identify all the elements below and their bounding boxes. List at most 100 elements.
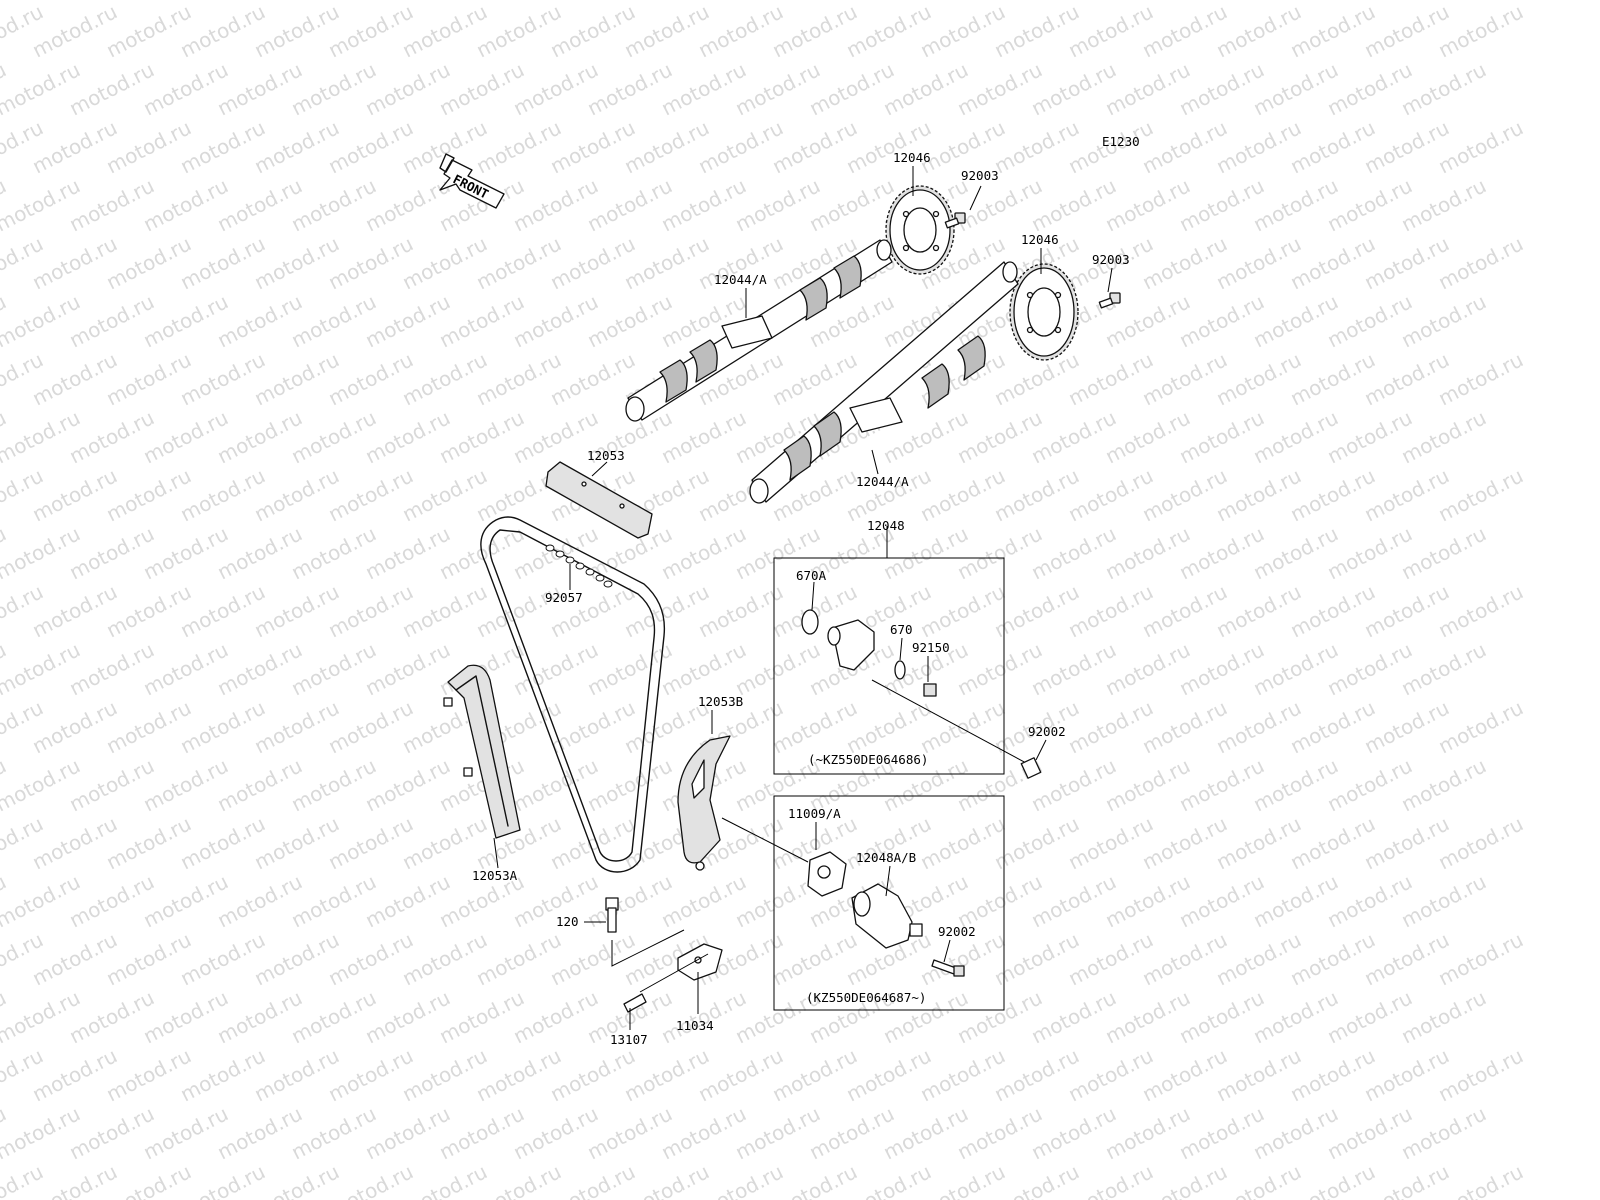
- watermark-text: motod.ru: [176, 579, 269, 642]
- watermark-text: motod.ru: [657, 57, 750, 120]
- watermark-text: motod.ru: [1249, 289, 1342, 352]
- watermark-text: motod.ru: [1101, 753, 1194, 816]
- watermark-text: motod.ru: [805, 57, 898, 120]
- watermark-text: motod.ru: [1323, 289, 1416, 352]
- watermark-text: motod.ru: [990, 1043, 1083, 1106]
- watermark-text: motod.ru: [472, 231, 565, 294]
- watermark-text: motod.ru: [1175, 405, 1268, 468]
- watermark-text: motod.ru: [1101, 173, 1194, 236]
- watermark-text: motod.ru: [1249, 985, 1342, 1048]
- watermark-text: motod.ru: [1360, 1043, 1453, 1106]
- label-bolt-upper: 92003: [961, 168, 999, 183]
- watermark-text: motod.ru: [1360, 0, 1453, 62]
- watermark-text: motod.ru: [1212, 811, 1305, 874]
- watermark-text: motod.ru: [324, 0, 417, 62]
- watermark-text: motod.ru: [435, 405, 528, 468]
- watermark-text: motod.ru: [509, 289, 602, 352]
- watermark-text: motod.ru: [102, 811, 195, 874]
- watermark-text: motod.ru: [65, 521, 158, 584]
- watermark-text: motod.ru: [139, 57, 232, 120]
- watermark-text: motod.ru: [657, 405, 750, 468]
- label-guide-upper: 12053: [587, 448, 625, 463]
- watermark-text: motod.ru: [65, 57, 158, 120]
- watermark-text: motod.ru: [65, 289, 158, 352]
- watermark-text: motod.ru: [287, 753, 380, 816]
- watermark-text: motod.ru: [250, 927, 343, 990]
- watermark-text: motod.ru: [139, 869, 232, 932]
- watermark-text: motod.ru: [1027, 57, 1120, 120]
- watermark-text: motod.ru: [65, 985, 158, 1048]
- tensioner-early: [801, 609, 1042, 779]
- watermark-text: motod.ru: [472, 115, 565, 178]
- watermark-text: motod.ru: [1175, 985, 1268, 1048]
- label-sprocket-lower: 12046: [1021, 232, 1059, 247]
- watermark-text: motod.ru: [916, 811, 1009, 874]
- watermark-text: motod.ru: [953, 521, 1046, 584]
- watermark-text: motod.ru: [1360, 463, 1453, 526]
- watermark-layer: motod.rumotod.rumotod.rumotod.rumotod.ru…: [0, 0, 1527, 1200]
- watermark-text: motod.ru: [102, 579, 195, 642]
- watermark-text: motod.ru: [1101, 405, 1194, 468]
- watermark-text: motod.ru: [28, 927, 121, 990]
- watermark-text: motod.ru: [139, 985, 232, 1048]
- watermark-text: motod.ru: [620, 115, 713, 178]
- watermark-text: motod.ru: [361, 521, 454, 584]
- watermark-text: motod.ru: [805, 173, 898, 236]
- watermark-text: motod.ru: [509, 173, 602, 236]
- watermark-text: motod.ru: [1249, 405, 1342, 468]
- watermark-text: motod.ru: [213, 521, 306, 584]
- label-tensioner-assy-top: 12048: [867, 518, 905, 533]
- watermark-text: motod.ru: [65, 753, 158, 816]
- watermark-text: motod.ru: [102, 463, 195, 526]
- part-labels: 12046 92003 12046 92003 12044/A 12044/A …: [472, 150, 1130, 1047]
- watermark-text: motod.ru: [28, 347, 121, 410]
- chain-guide-12053a: [443, 664, 521, 839]
- diagram-code: E1230: [1102, 134, 1140, 149]
- watermark-text: motod.ru: [1064, 811, 1157, 874]
- bolt-120: [605, 897, 619, 933]
- watermark-text: motod.ru: [1323, 173, 1416, 236]
- watermark-text: motod.ru: [472, 0, 565, 62]
- watermark-text: motod.ru: [731, 637, 824, 700]
- watermark-text: motod.ru: [287, 289, 380, 352]
- watermark-text: motod.ru: [1286, 811, 1379, 874]
- watermark-text: motod.ru: [1249, 57, 1342, 120]
- watermark-text: motod.ru: [1397, 869, 1490, 932]
- watermark-text: motod.ru: [546, 811, 639, 874]
- watermark-text: motod.ru: [1064, 927, 1157, 990]
- watermark-text: motod.ru: [28, 231, 121, 294]
- watermark-text: motod.ru: [1249, 521, 1342, 584]
- watermark-text: motod.ru: [953, 405, 1046, 468]
- watermark-text: motod.ru: [1434, 463, 1527, 526]
- watermark-text: motod.ru: [250, 695, 343, 758]
- watermark-text: motod.ru: [1323, 521, 1416, 584]
- watermark-text: motod.ru: [1138, 463, 1231, 526]
- watermark-text: motod.ru: [1212, 115, 1305, 178]
- watermark-text: motod.ru: [583, 289, 676, 352]
- watermark-text: motod.ru: [1249, 753, 1342, 816]
- watermark-text: motod.ru: [768, 1043, 861, 1106]
- watermark-text: motod.ru: [953, 1101, 1046, 1164]
- watermark-text: motod.ru: [1286, 115, 1379, 178]
- watermark-text: motod.ru: [28, 463, 121, 526]
- watermark-text: motod.ru: [102, 0, 195, 62]
- camshaft-upper: [625, 239, 893, 422]
- watermark-text: motod.ru: [361, 289, 454, 352]
- watermark-text: motod.ru: [1138, 811, 1231, 874]
- watermark-text: motod.ru: [1397, 637, 1490, 700]
- watermark-text: motod.ru: [176, 0, 269, 62]
- watermark-text: motod.ru: [731, 1101, 824, 1164]
- watermark-text: motod.ru: [990, 0, 1083, 62]
- label-camshaft-upper: 12044/A: [714, 272, 767, 287]
- watermark-text: motod.ru: [324, 115, 417, 178]
- watermark-text: motod.ru: [176, 347, 269, 410]
- watermark-text: motod.ru: [1323, 57, 1416, 120]
- watermark-text: motod.ru: [176, 811, 269, 874]
- watermark-text: motod.ru: [1212, 695, 1305, 758]
- watermark-text: motod.ru: [139, 405, 232, 468]
- watermark-text: motod.ru: [435, 1101, 528, 1164]
- chain-guide-12053b: [677, 735, 731, 871]
- watermark-text: motod.ru: [324, 811, 417, 874]
- watermark-text: motod.ru: [1286, 347, 1379, 410]
